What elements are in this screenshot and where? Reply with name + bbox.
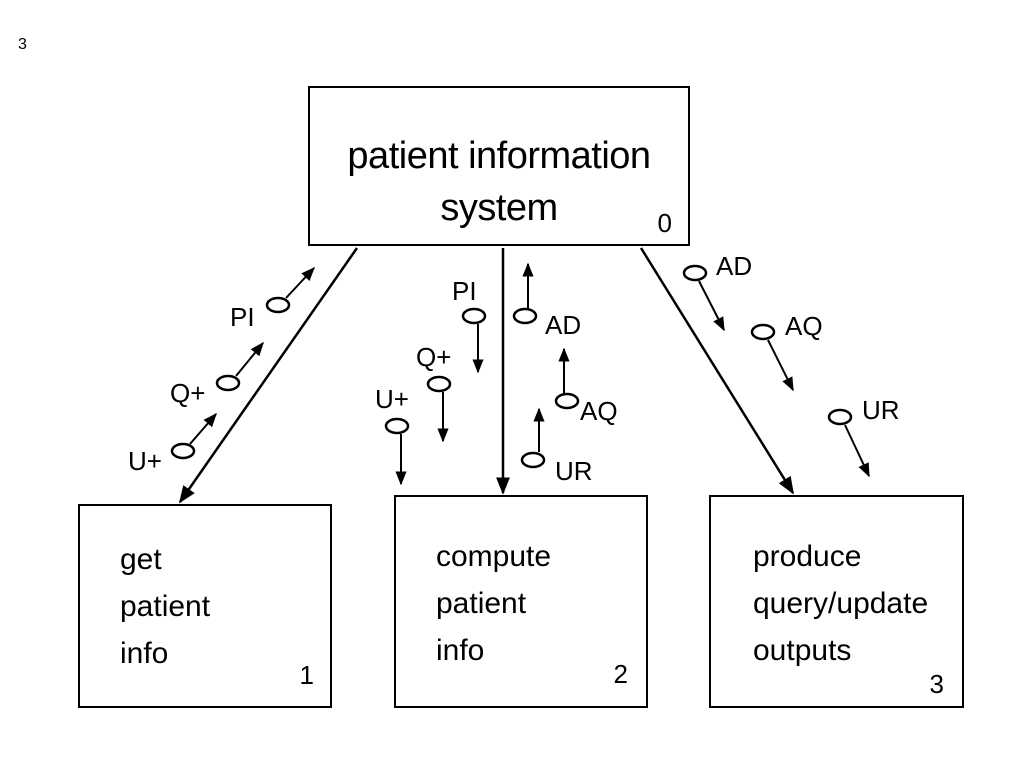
data-couple-q-plus-down: Q+ <box>416 342 451 443</box>
process-box-produce-outputs: produce query/update outputs 3 <box>709 495 964 708</box>
process-box-get-patient-info: get patient info 1 <box>78 504 332 708</box>
flow-label: AQ <box>580 396 618 426</box>
flow-label: Q+ <box>170 378 205 408</box>
data-couple-u-plus-down: U+ <box>375 384 410 486</box>
process-box-patient-information-system: patient information system 0 <box>308 86 690 246</box>
process-label: get patient info <box>120 543 211 670</box>
data-couple-ur-up: UR <box>520 407 593 486</box>
flow-label: AD <box>716 251 752 281</box>
flow-label: UR <box>555 456 593 486</box>
flow-label: PI <box>452 276 477 306</box>
data-couple-ur-down: UR <box>827 395 900 478</box>
page-number: 3 <box>18 36 27 53</box>
connection-arrow-to-produce <box>639 247 795 495</box>
data-couple-u-plus-up: U+ <box>128 412 217 476</box>
data-couple-ad-down: AD <box>682 251 752 332</box>
data-couple-q-plus-up: Q+ <box>170 341 264 408</box>
process-number: 1 <box>299 660 314 690</box>
process-number: 0 <box>657 208 672 238</box>
process-box-compute-patient-info: compute patient info 2 <box>394 495 648 708</box>
process-number: 2 <box>613 659 628 689</box>
process-label: compute patient info <box>436 540 552 667</box>
data-couple-aq-up: AQ <box>554 347 618 426</box>
data-couple-pi-down: PI <box>452 276 487 374</box>
flow-label: PI <box>230 302 255 332</box>
process-label: produce query/update outputs <box>753 540 929 667</box>
process-number: 3 <box>929 669 944 699</box>
data-couple-pi-up: PI <box>230 266 315 332</box>
flow-label: U+ <box>128 446 162 476</box>
flow-label: AQ <box>785 311 823 341</box>
flow-label: U+ <box>375 384 409 414</box>
flow-label: Q+ <box>416 342 451 372</box>
flow-label: AD <box>545 310 581 340</box>
data-couple-aq-down: AQ <box>750 311 823 392</box>
flow-label: UR <box>862 395 900 425</box>
data-couple-ad-up: AD <box>512 262 581 340</box>
connection-arrow-to-get <box>178 247 359 504</box>
process-label: patient information system <box>347 135 651 229</box>
